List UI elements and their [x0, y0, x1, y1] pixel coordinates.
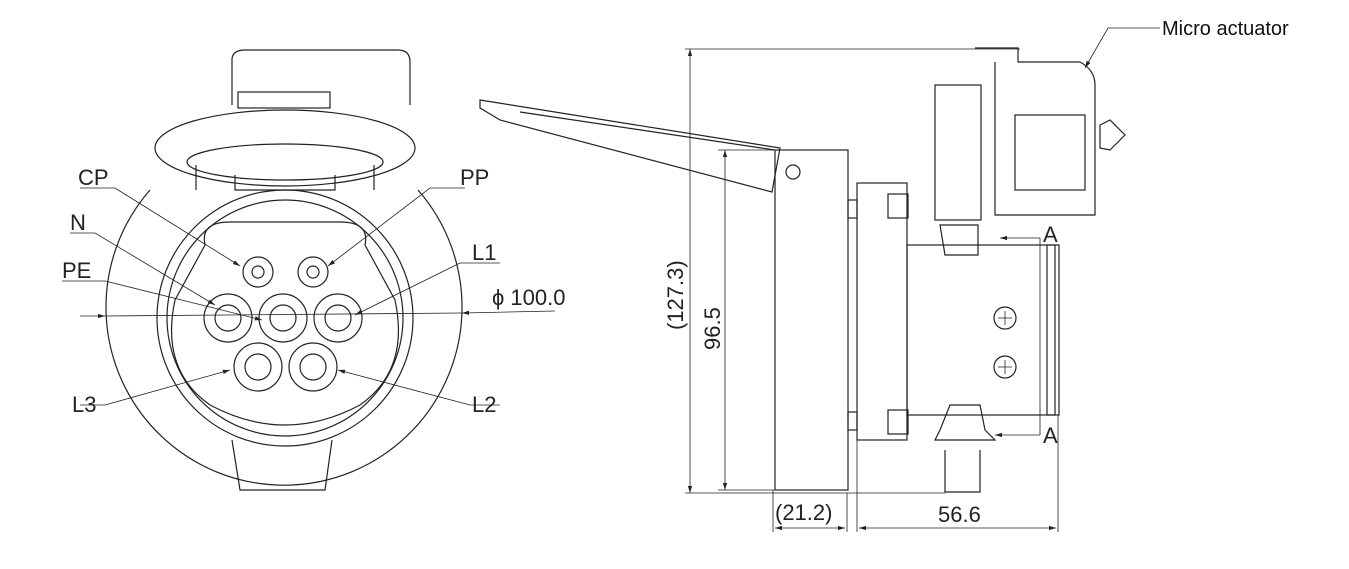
label-cp: CP — [78, 165, 109, 190]
latch — [237, 91, 331, 109]
dim-rear-depth: 56.6 — [938, 502, 981, 527]
section-marker-bottom: A — [1043, 423, 1058, 448]
side-view: A A Micro actuator (127.3) 96.5 (21.2) 5… — [479, 18, 1289, 532]
diameter-label: ϕ 100.0 — [492, 285, 566, 310]
socket-face — [170, 221, 400, 426]
body — [906, 244, 1056, 416]
pin-l1 — [313, 293, 363, 343]
dim-front-depth: (21.2) — [775, 500, 832, 525]
bottom-fitting — [934, 404, 997, 493]
pin-pp — [297, 256, 329, 288]
label-l1: L1 — [472, 240, 496, 265]
label-l2: L2 — [472, 392, 496, 417]
label-l3: L3 — [72, 392, 96, 417]
micro-actuator — [975, 47, 1096, 216]
pin-pe — [258, 293, 308, 343]
bottom-tab — [231, 439, 333, 491]
socket-ring — [156, 189, 414, 447]
label-pp: PP — [460, 165, 489, 190]
pin-l3 — [233, 342, 283, 392]
outer-housing — [105, 189, 463, 486]
dim-total-height: (127.3) — [663, 260, 688, 330]
dim-height: 96.5 — [700, 307, 725, 350]
pin-l2 — [288, 342, 338, 392]
label-n: N — [70, 210, 86, 235]
flange — [856, 182, 908, 441]
front-plate — [774, 149, 849, 491]
screw-1 — [993, 306, 1017, 330]
pin-n — [203, 293, 253, 343]
leader-lines — [62, 187, 556, 406]
label-pe: PE — [62, 258, 91, 283]
top-handle — [231, 49, 411, 105]
pin-cp — [242, 256, 274, 288]
open-lid — [479, 99, 781, 193]
actuator-base — [934, 84, 982, 221]
section-marker-top: A — [1043, 222, 1058, 247]
pins — [203, 256, 363, 392]
front-view: CP PP N PE L1 L3 L2 ϕ 100.0 — [62, 49, 566, 491]
lid — [154, 109, 416, 187]
micro-actuator-callout: Micro actuator — [1162, 18, 1289, 40]
screw-2 — [993, 355, 1017, 379]
